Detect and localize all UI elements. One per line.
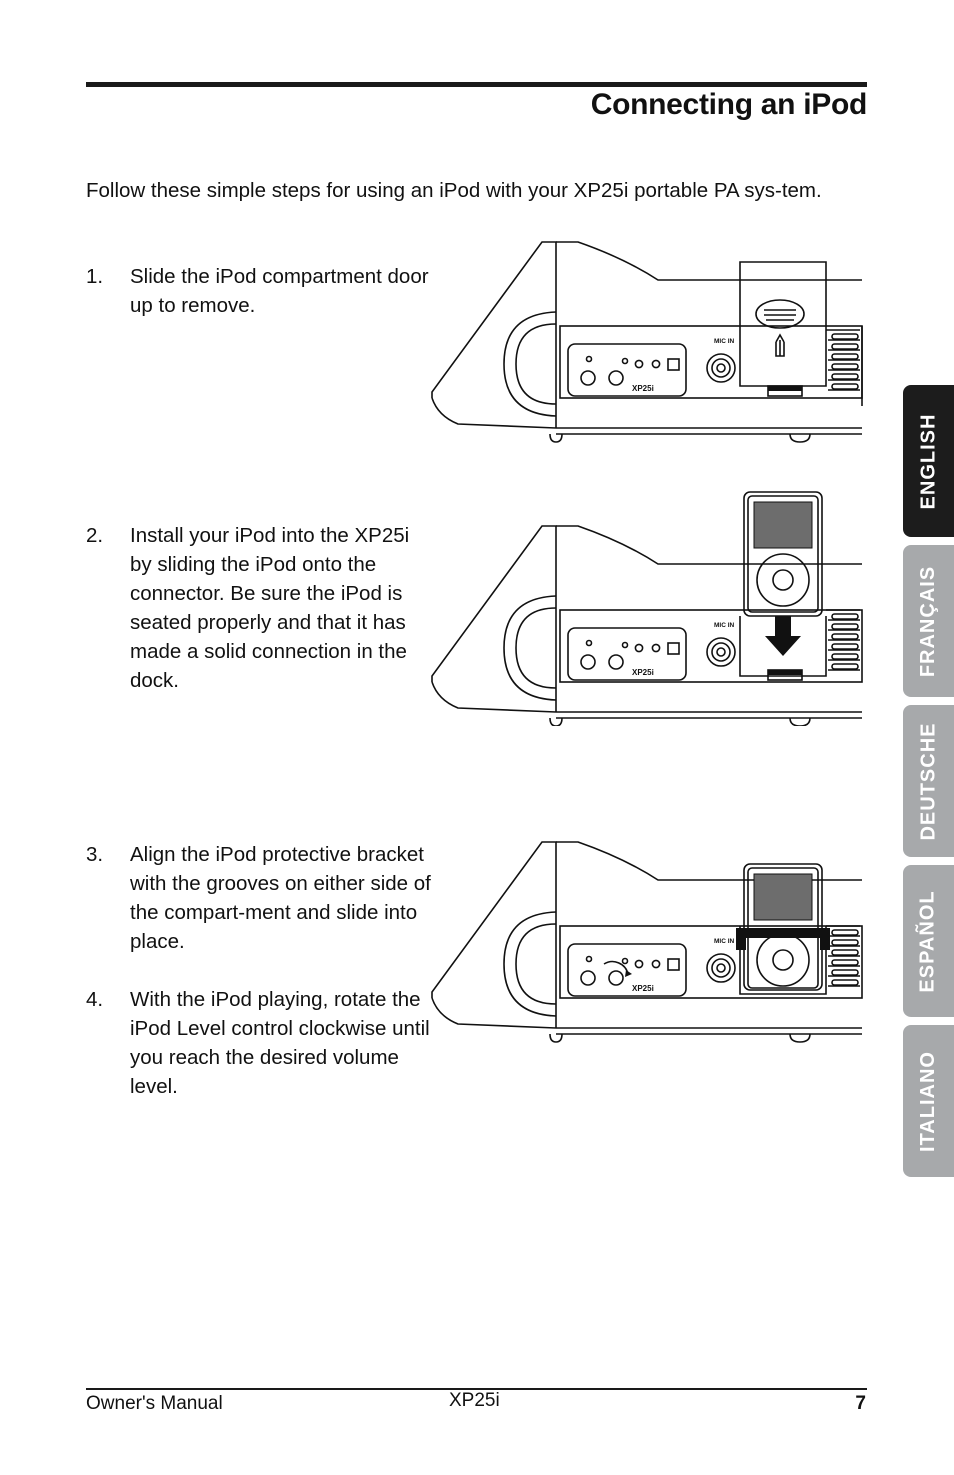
language-tab-deutsche[interactable]: DEUTSCHE bbox=[903, 705, 954, 857]
step-2-text: Install your iPod into the XP25i by slid… bbox=[130, 524, 410, 692]
language-tab-francais-label: FRANÇAIS bbox=[917, 565, 939, 677]
language-tab-francais[interactable]: FRANÇAIS bbox=[903, 545, 954, 697]
step-4-text: With the iPod playing, rotate the iPod L… bbox=[130, 988, 430, 1098]
device-illustration-insert: MIC IN XP25i bbox=[431, 491, 863, 726]
mic-in-label: MIC IN bbox=[714, 338, 735, 345]
language-tab-italiano[interactable]: ITALIANO bbox=[903, 1025, 954, 1177]
language-tab-espanol[interactable]: ESPAÑOL bbox=[903, 865, 954, 1017]
brand-label: XP25i bbox=[632, 384, 654, 393]
page-title: Connecting an iPod bbox=[590, 88, 868, 121]
brand-label: XP25i bbox=[632, 668, 654, 677]
step-2: 2. Install your iPod into the XP25i by s… bbox=[86, 521, 431, 695]
language-tab-english[interactable]: ENGLISH bbox=[903, 385, 954, 537]
step-3-text: Align the iPod protective bracket with t… bbox=[130, 843, 431, 953]
step-1: 1. Slide the iPod compartment door up to… bbox=[86, 262, 431, 320]
language-tab-deutsche-label: DEUTSCHE bbox=[917, 721, 940, 841]
intro-paragraph: Follow these simple steps for using an i… bbox=[86, 179, 822, 202]
step-1-text: Slide the iPod compartment door up to re… bbox=[130, 265, 429, 317]
step-2-number: 2. bbox=[86, 524, 104, 547]
step-4-number: 4. bbox=[86, 988, 104, 1011]
device-illustration-door: MIC IN XP25i bbox=[431, 241, 863, 443]
step-3: 3. Align the iPod protective bracket wit… bbox=[86, 840, 431, 956]
brand-label: XP25i bbox=[632, 984, 654, 993]
mic-in-label: MIC IN bbox=[714, 622, 735, 629]
language-tab-italiano-label: ITALIANO bbox=[917, 1050, 940, 1152]
footer-manual-label: Owner's Manual bbox=[86, 1393, 223, 1414]
language-tab-espanol-label: ESPAÑOL bbox=[917, 889, 940, 993]
step-3-number: 3. bbox=[86, 843, 104, 866]
language-tab-english-label: ENGLISH bbox=[917, 413, 939, 509]
step-1-number: 1. bbox=[86, 265, 104, 288]
step-4: 4. With the iPod playing, rotate the iPo… bbox=[86, 985, 436, 1101]
page-number: 7 bbox=[855, 1393, 866, 1414]
footer-model-label: XP25i bbox=[449, 1390, 500, 1411]
mic-in-label: MIC IN bbox=[714, 938, 735, 945]
device-illustration-bracket: MIC IN XP25i bbox=[431, 841, 863, 1043]
header-rule bbox=[86, 82, 867, 87]
footer-rule bbox=[86, 1388, 867, 1390]
